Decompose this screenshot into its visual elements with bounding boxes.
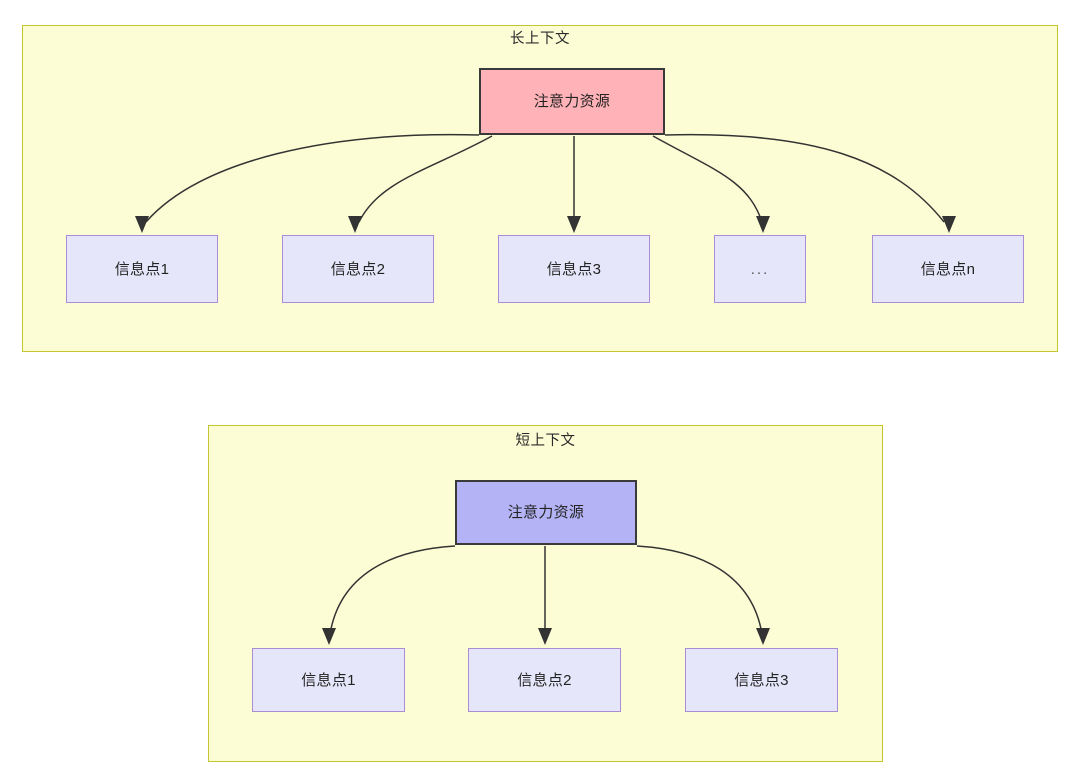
node-label: 信息点3 [734,671,789,689]
node-info-point-ellipsis-long[interactable]: ... [714,235,806,303]
panel-long-context-title: 长上下文 [510,31,570,47]
node-label: ... [750,260,770,278]
node-label: 注意力资源 [507,504,585,521]
node-label: 信息点3 [546,260,602,278]
node-label: 信息点2 [330,260,386,278]
node-label: 信息点1 [114,260,170,278]
node-label: 信息点1 [301,671,356,689]
node-label: 信息点n [920,260,976,278]
node-info-point-2-short[interactable]: 信息点2 [468,648,621,712]
node-info-point-3-short[interactable]: 信息点3 [685,648,838,712]
node-attention-resource-short[interactable]: 注意力资源 [455,480,637,545]
node-info-point-1-long[interactable]: 信息点1 [66,235,218,303]
node-info-point-2-long[interactable]: 信息点2 [282,235,434,303]
panel-short-context-title: 短上下文 [515,433,576,449]
node-label: 注意力资源 [533,93,611,110]
node-label: 信息点2 [517,671,572,689]
node-info-point-3-long[interactable]: 信息点3 [498,235,650,303]
node-info-point-n-long[interactable]: 信息点n [872,235,1024,303]
node-info-point-1-short[interactable]: 信息点1 [252,648,405,712]
node-attention-resource-long[interactable]: 注意力资源 [479,68,665,135]
